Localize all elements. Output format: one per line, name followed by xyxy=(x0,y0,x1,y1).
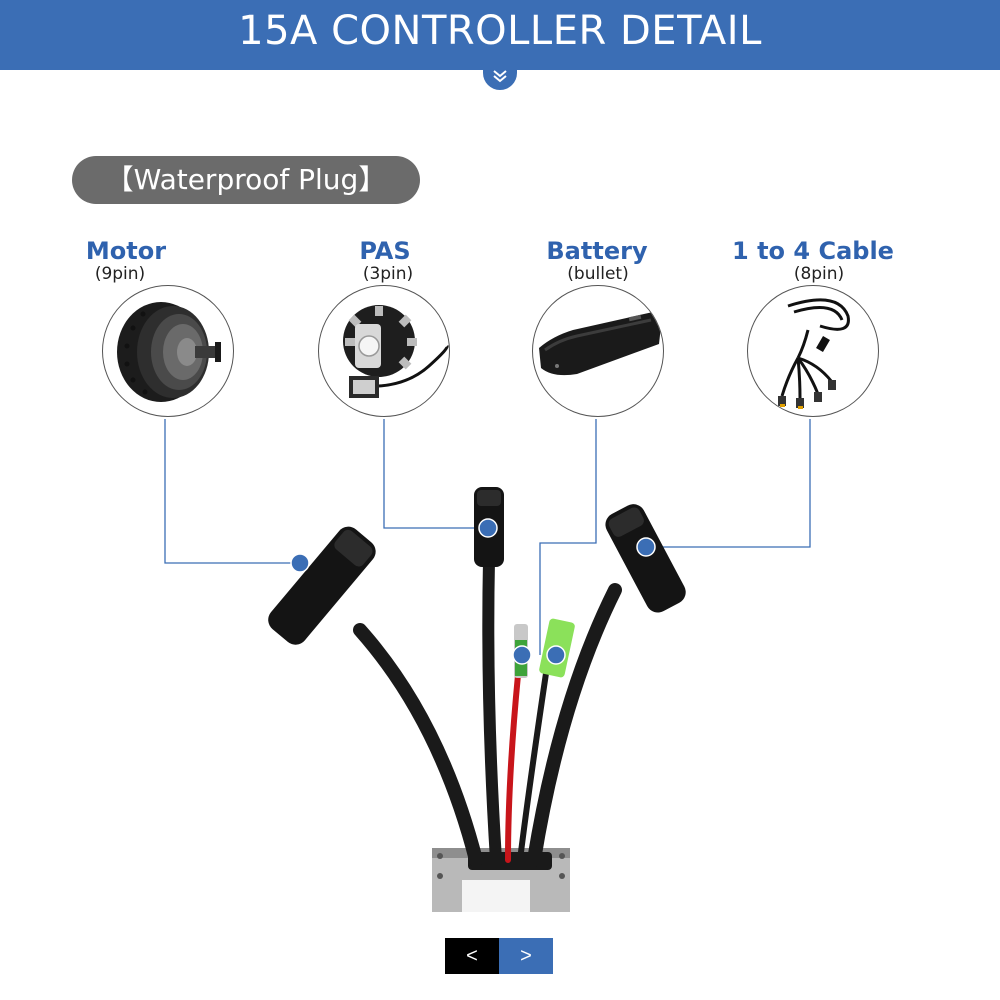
header-banner: 15A CONTROLLER DETAIL xyxy=(0,0,1000,70)
pas-sublabel: (3pin) xyxy=(362,264,414,284)
battery-label: Battery xyxy=(546,237,648,265)
cable-icon xyxy=(747,285,879,417)
hub-motor-icon xyxy=(102,285,234,417)
pas-sensor-icon xyxy=(318,285,450,417)
page-title: 15A CONTROLLER DETAIL xyxy=(238,8,762,54)
chevron-down-icon xyxy=(483,62,517,90)
battery-icon xyxy=(532,285,664,417)
motor-label: Motor xyxy=(85,237,167,265)
prev-button[interactable]: < xyxy=(445,938,499,974)
section-title-pill: 【Waterproof Plug】 xyxy=(72,156,420,204)
motor-sublabel: (9pin) xyxy=(94,264,146,284)
cable-label: 1 to 4 Cable xyxy=(732,237,894,265)
pas-label: PAS xyxy=(359,237,411,265)
battery-sublabel: (bullet) xyxy=(567,264,629,284)
cable-sublabel: (8pin) xyxy=(793,264,845,284)
next-button[interactable]: > xyxy=(499,938,553,974)
